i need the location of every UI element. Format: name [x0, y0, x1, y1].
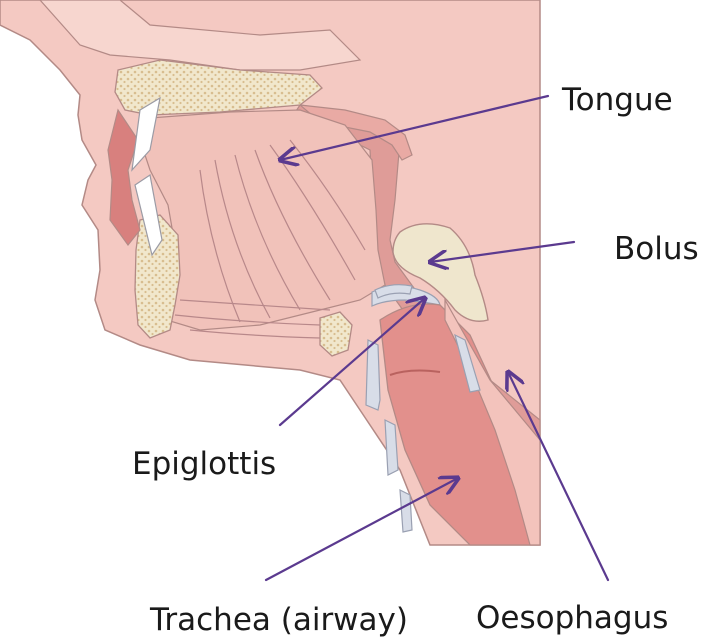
- label-trachea: Trachea (airway): [149, 602, 408, 638]
- label-tongue: Tongue: [561, 82, 673, 118]
- label-epiglottis: Epiglottis: [132, 446, 276, 482]
- label-bolus: Bolus: [614, 231, 699, 267]
- label-oesophagus: Oesophagus: [476, 600, 668, 636]
